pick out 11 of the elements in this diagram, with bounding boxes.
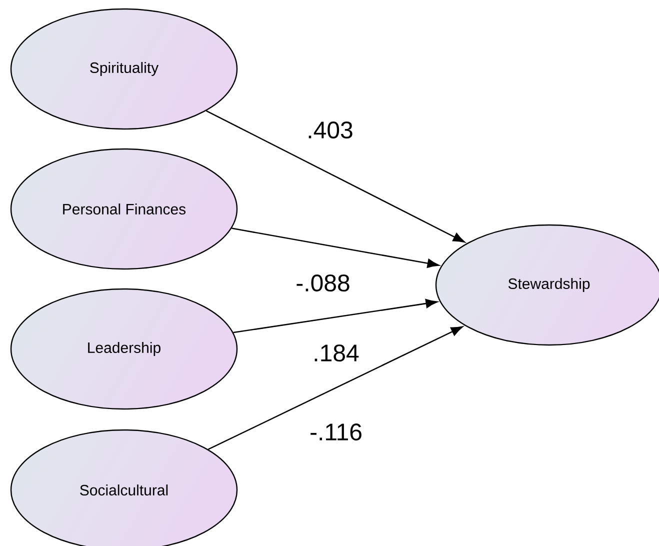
edge-label: .403 (306, 120, 354, 140)
edge-label: .184 (312, 344, 360, 362)
ellipse-node: Leadership (10, 288, 238, 410)
arrow (232, 228, 440, 268)
arrow (233, 298, 438, 334)
arrow (206, 110, 465, 243)
arrow (208, 326, 463, 450)
ellipse-node: Spirituality (10, 8, 238, 130)
edge-label: -.088 (294, 274, 352, 292)
ellipse-node: Personal Finances (10, 148, 238, 270)
edge-label: -.116 (308, 422, 364, 442)
